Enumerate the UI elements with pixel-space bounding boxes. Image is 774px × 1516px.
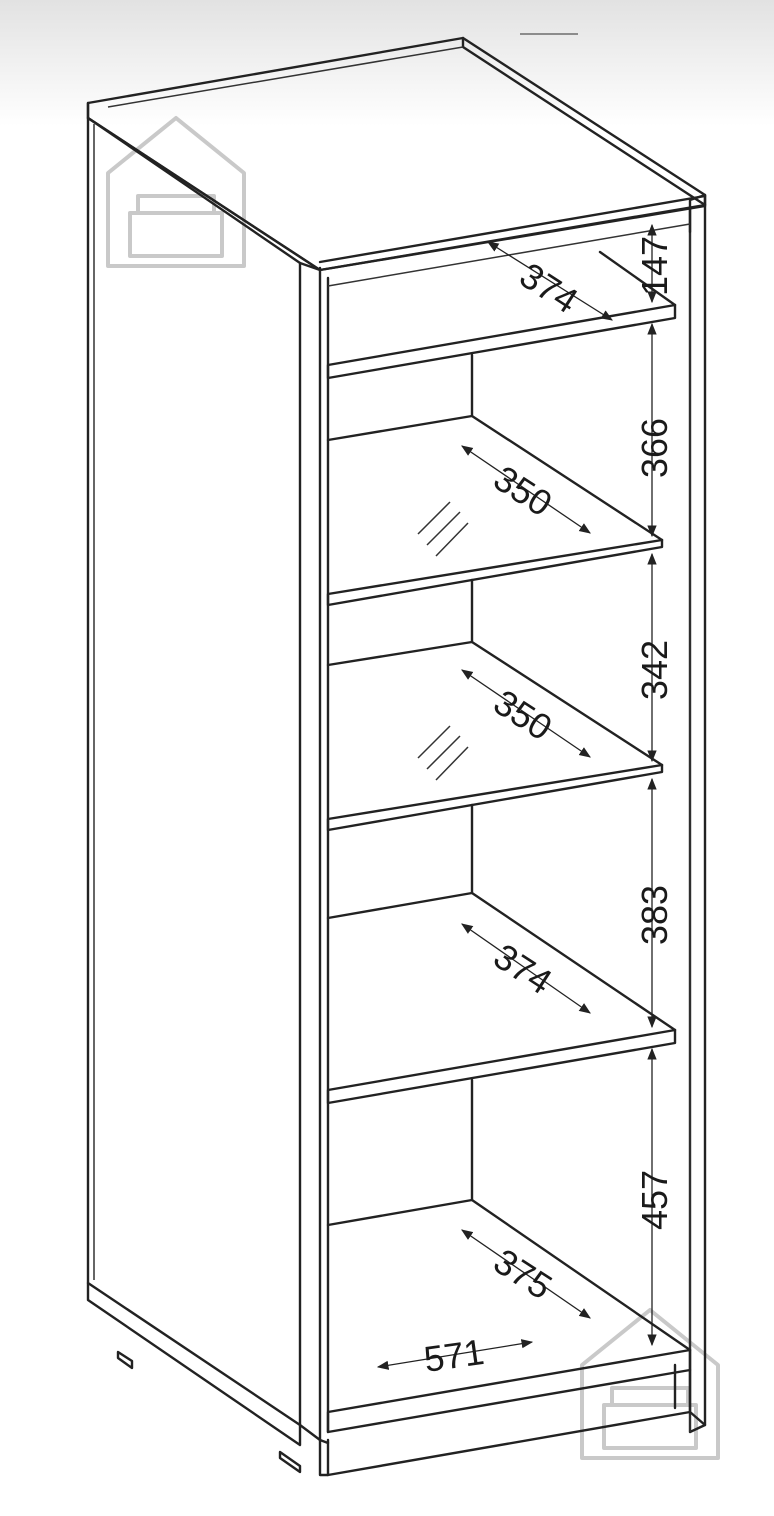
depth-label-shelf-2: 350 xyxy=(487,457,560,524)
vertical-dimension-labels: 147 366 342 383 457 xyxy=(634,236,675,1230)
dimension-label-383: 383 xyxy=(634,885,675,945)
background xyxy=(0,0,774,420)
depth-dimension-lines xyxy=(376,241,613,1370)
depth-label-shelf-5: 375 xyxy=(487,1240,560,1307)
dimension-label-147: 147 xyxy=(634,236,675,296)
dimension-label-366: 366 xyxy=(634,418,675,478)
cabinet-body xyxy=(86,36,707,1477)
shelf-3-glass xyxy=(326,640,664,832)
shelf-2-glass xyxy=(326,414,664,607)
dimension-label-342: 342 xyxy=(634,640,675,700)
watermark-house-sofa-icon-bottom xyxy=(580,1308,720,1460)
width-label: 571 xyxy=(421,1331,486,1380)
dimension-label-457: 457 xyxy=(634,1170,675,1230)
glass-icon xyxy=(417,501,469,557)
floor-area xyxy=(326,1198,692,1352)
shelf-4 xyxy=(326,891,677,1105)
bottom-panel xyxy=(326,1348,692,1434)
glass-icon xyxy=(417,725,469,781)
